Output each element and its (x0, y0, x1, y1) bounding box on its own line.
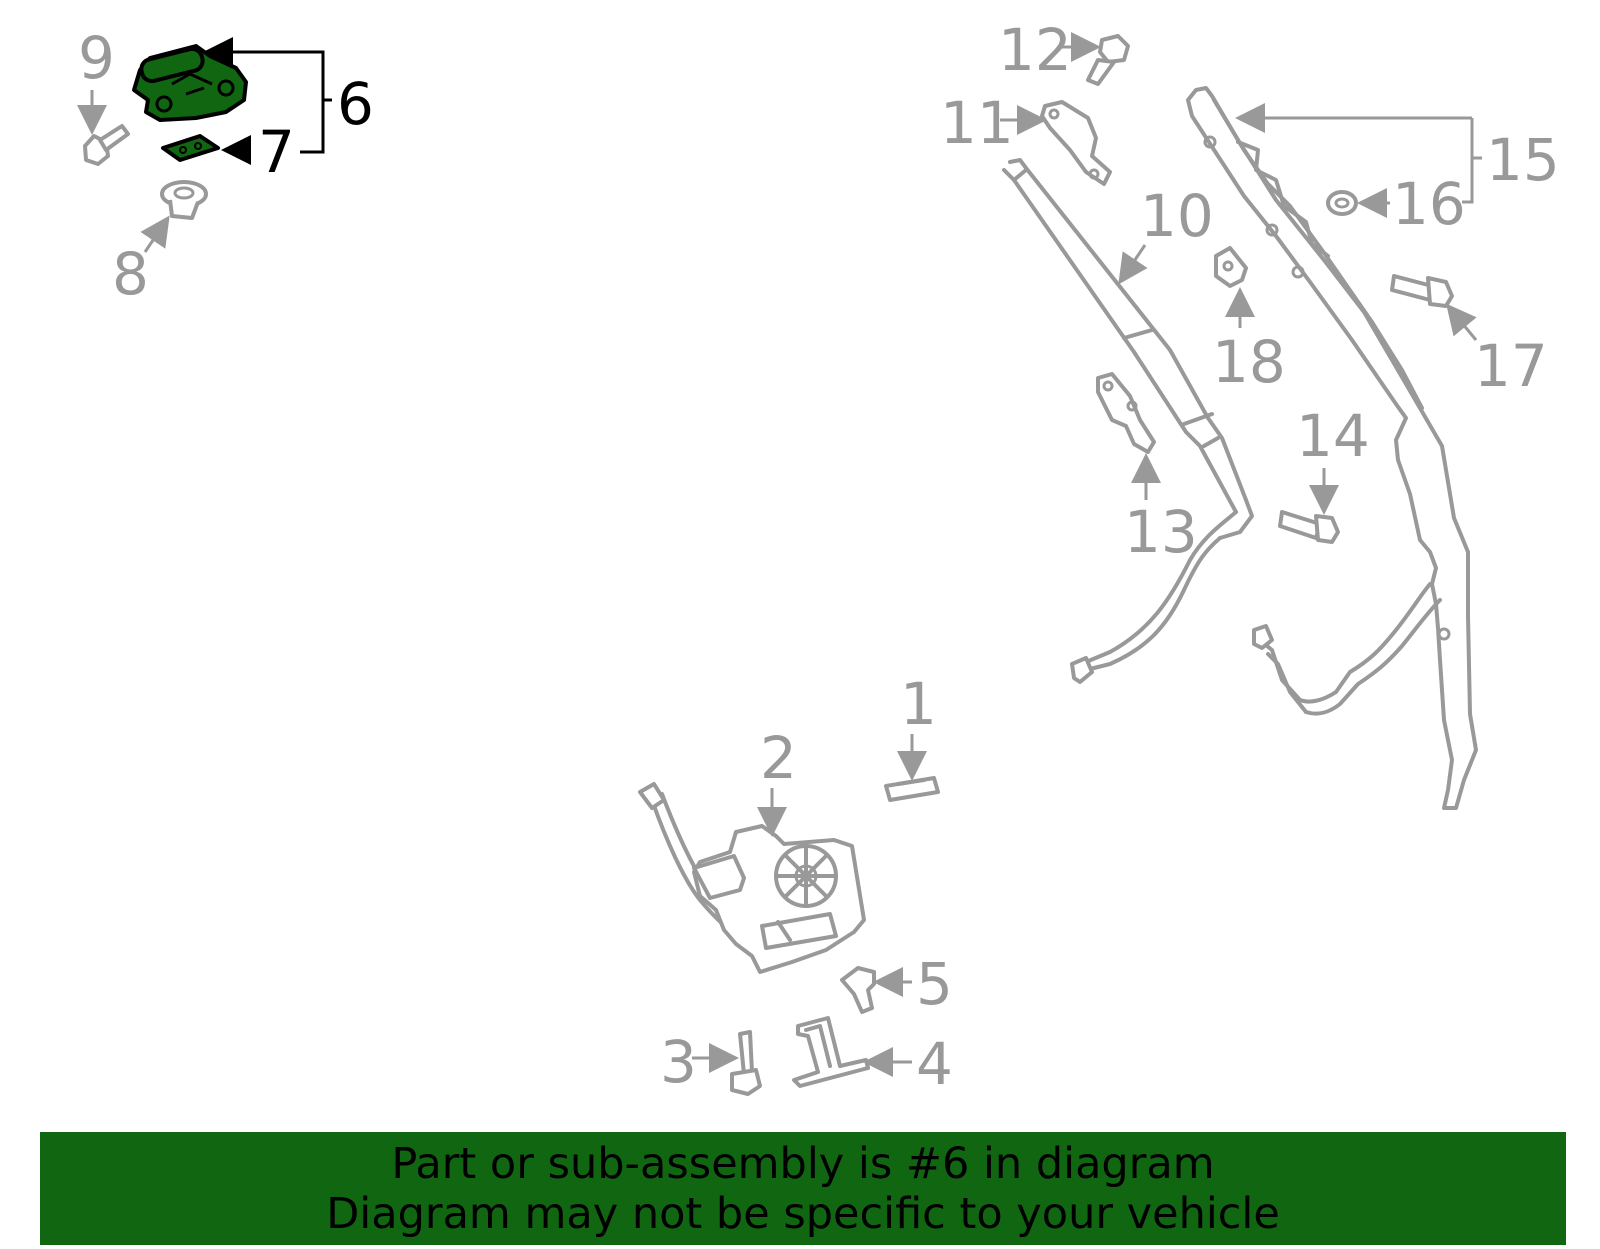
callout-12: 12 (998, 16, 1072, 84)
callout-17: 17 (1474, 332, 1548, 400)
callout-15: 15 (1486, 126, 1560, 194)
part-16-nut[interactable] (1326, 190, 1358, 216)
part-12-bolt[interactable] (1086, 34, 1130, 86)
callout-11: 11 (940, 89, 1014, 157)
callout-18: 18 (1212, 328, 1286, 396)
callout-2: 2 (760, 724, 797, 792)
info-banner: Part or sub-assembly is #6 in diagram Di… (40, 1132, 1566, 1245)
part-2-module[interactable] (638, 782, 866, 974)
callout-7: 7 (258, 118, 295, 186)
part-7-shim[interactable] (161, 134, 220, 162)
callout-8: 8 (112, 240, 149, 308)
callout-5: 5 (916, 950, 953, 1018)
callout-4: 4 (916, 1030, 953, 1098)
part-5-pin[interactable] (840, 966, 876, 1014)
part-11-bracket[interactable] (1040, 100, 1112, 186)
leader-6 (207, 50, 325, 154)
part-4-bracket[interactable] (792, 1016, 870, 1088)
banner-disclaimer: Diagram may not be specific to your vehi… (326, 1188, 1280, 1239)
callout-10: 10 (1140, 182, 1214, 250)
callout-9: 9 (78, 24, 115, 92)
part-14-bolt[interactable] (1278, 510, 1340, 544)
banner-part-note: Part or sub-assembly is #6 in diagram (391, 1138, 1215, 1189)
part-15-roof-rail-airbag[interactable] (1186, 86, 1478, 810)
callout-13: 13 (1124, 498, 1198, 566)
callout-14: 14 (1296, 402, 1370, 470)
callout-6: 6 (337, 70, 374, 138)
part-18-clip[interactable] (1214, 246, 1248, 288)
part-13-bracket[interactable] (1096, 372, 1156, 454)
part-17-bolt[interactable] (1390, 274, 1454, 308)
part-6-hinge-assembly[interactable] (132, 44, 248, 122)
callout-16: 16 (1392, 170, 1466, 238)
part-9-bolt[interactable] (83, 124, 130, 166)
part-3-screw[interactable] (730, 1030, 762, 1096)
callout-3: 3 (660, 1028, 697, 1096)
part-1-clip[interactable] (884, 776, 940, 802)
part-8-nut[interactable] (160, 180, 208, 220)
part-10-curtain-airbag[interactable] (1002, 158, 1254, 684)
callout-1: 1 (900, 670, 937, 738)
